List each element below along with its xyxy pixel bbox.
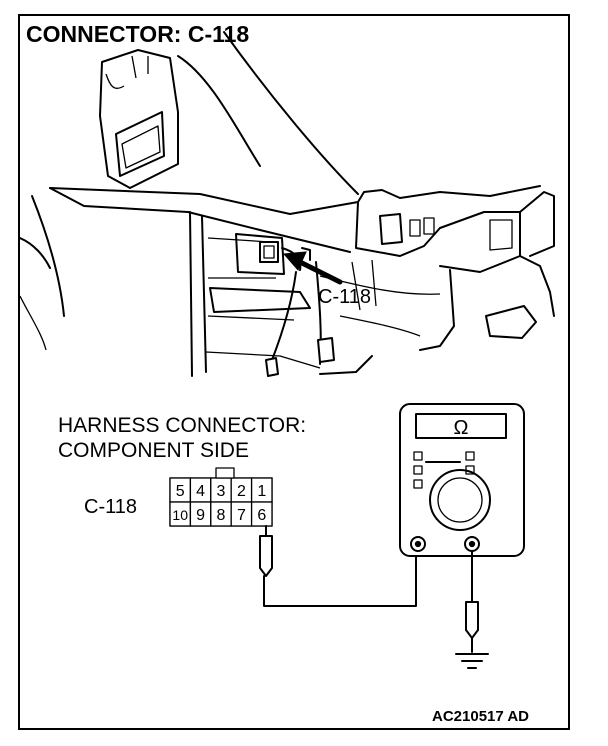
connector-label: C-118	[84, 496, 137, 518]
pin-label-6: 6	[257, 507, 266, 524]
pin-probe	[259, 525, 417, 607]
dashboard-illustration	[20, 31, 555, 377]
pin-label-10: 10	[172, 507, 188, 523]
pin-label-8: 8	[217, 507, 226, 524]
pin-label-4: 4	[196, 483, 205, 500]
pin-cell	[250, 501, 273, 527]
callout-arrow	[282, 251, 343, 285]
pin-label-7: 7	[237, 507, 246, 524]
ohm-icon: Ω	[454, 417, 469, 439]
pin-label-5: 5	[176, 483, 185, 500]
pin-label-2: 2	[237, 483, 246, 500]
ground-lead	[455, 551, 489, 669]
pin-label-3: 3	[217, 483, 226, 500]
pin-label-1: 1	[257, 483, 266, 500]
harness-title-line1: HARNESS CONNECTOR:	[58, 414, 306, 437]
multimeter	[399, 403, 525, 557]
harness-title-line2: COMPONENT SIDE	[58, 439, 249, 462]
page-title: CONNECTOR: C-118	[26, 21, 249, 47]
callout-label: C-118	[318, 286, 371, 308]
figure-code: AC210517 AD	[432, 708, 529, 725]
pin-label-9: 9	[196, 507, 205, 524]
